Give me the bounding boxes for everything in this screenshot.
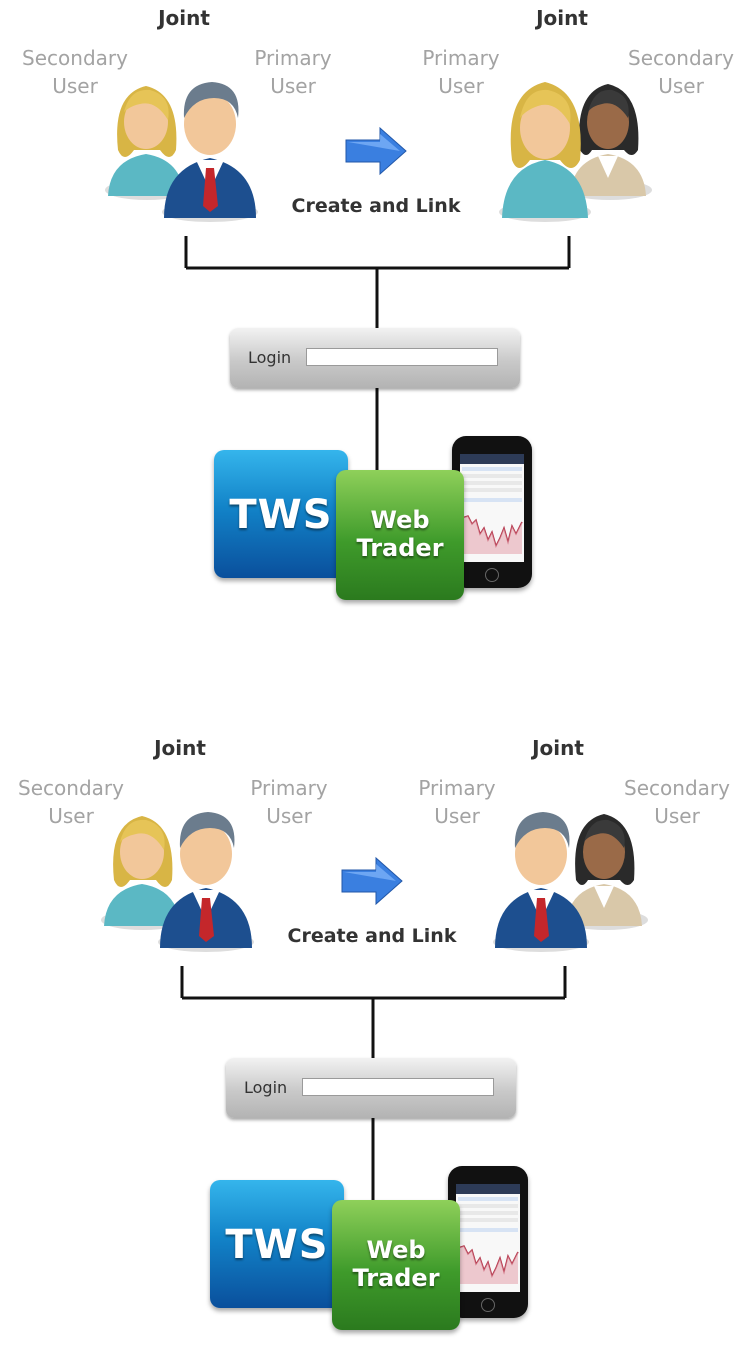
left-primary-user-label: Primary User bbox=[254, 46, 332, 98]
right-secondary-user-label: Secondary User bbox=[628, 46, 734, 98]
webtrader-line1: Web bbox=[366, 1236, 426, 1264]
left-joint-label: Joint bbox=[158, 6, 210, 30]
phone-home-button bbox=[485, 568, 499, 582]
user-female-blonde-icon bbox=[499, 82, 591, 222]
joint-account-diagram-2: Joint Secondary User Primary User Joint … bbox=[0, 730, 737, 1370]
right-joint-label: Joint bbox=[536, 6, 588, 30]
connector-lines bbox=[180, 966, 567, 1200]
phone-home-button bbox=[481, 1298, 495, 1312]
left-joint-label: Joint bbox=[154, 736, 206, 760]
webtrader-app-icon: Web Trader bbox=[332, 1200, 460, 1330]
tws-label: TWS bbox=[229, 492, 333, 538]
webtrader-app-icon: Web Trader bbox=[336, 470, 464, 600]
user-male-suit-icon bbox=[158, 812, 254, 952]
tws-app-icon: TWS bbox=[210, 1180, 344, 1308]
diagram-graphics bbox=[105, 82, 652, 470]
login-label: Login bbox=[248, 348, 292, 367]
user-male-suit-icon bbox=[493, 812, 589, 952]
left-secondary-user-label: Secondary User bbox=[18, 776, 124, 828]
login-bar: Login bbox=[226, 1058, 516, 1118]
tws-app-icon: TWS bbox=[214, 450, 348, 578]
tws-label: TWS bbox=[225, 1222, 329, 1268]
user-female-dark-icon bbox=[568, 84, 652, 200]
webtrader-line2: Trader bbox=[352, 1264, 440, 1292]
phone-screen bbox=[456, 1184, 520, 1292]
joint-account-diagram-1: Joint Secondary User Primary User Joint … bbox=[0, 0, 741, 640]
left-secondary-user-label: Secondary User bbox=[22, 46, 128, 98]
login-bar: Login bbox=[230, 328, 520, 388]
arrow-right-icon bbox=[341, 856, 403, 906]
login-input[interactable] bbox=[302, 1078, 494, 1096]
login-input[interactable] bbox=[306, 348, 498, 366]
mobile-phone-icon bbox=[452, 436, 532, 588]
user-male-suit-icon bbox=[162, 82, 258, 222]
create-and-link-label: Create and Link bbox=[291, 195, 461, 217]
mobile-phone-icon bbox=[448, 1166, 528, 1318]
diagram-graphics bbox=[101, 812, 648, 1200]
phone-screen bbox=[460, 454, 524, 562]
create-and-link-label: Create and Link bbox=[287, 925, 457, 947]
right-primary-user-label: Primary User bbox=[418, 776, 496, 828]
webtrader-line1: Web bbox=[370, 506, 430, 534]
arrow-right-icon bbox=[345, 126, 407, 176]
webtrader-line2: Trader bbox=[356, 534, 444, 562]
right-secondary-user-label: Secondary User bbox=[624, 776, 730, 828]
connector-lines bbox=[184, 236, 571, 470]
login-label: Login bbox=[244, 1078, 288, 1097]
user-female-blonde-icon bbox=[105, 86, 189, 200]
right-primary-user-label: Primary User bbox=[422, 46, 500, 98]
user-female-dark-icon bbox=[564, 814, 648, 930]
right-joint-label: Joint bbox=[532, 736, 584, 760]
left-primary-user-label: Primary User bbox=[250, 776, 328, 828]
